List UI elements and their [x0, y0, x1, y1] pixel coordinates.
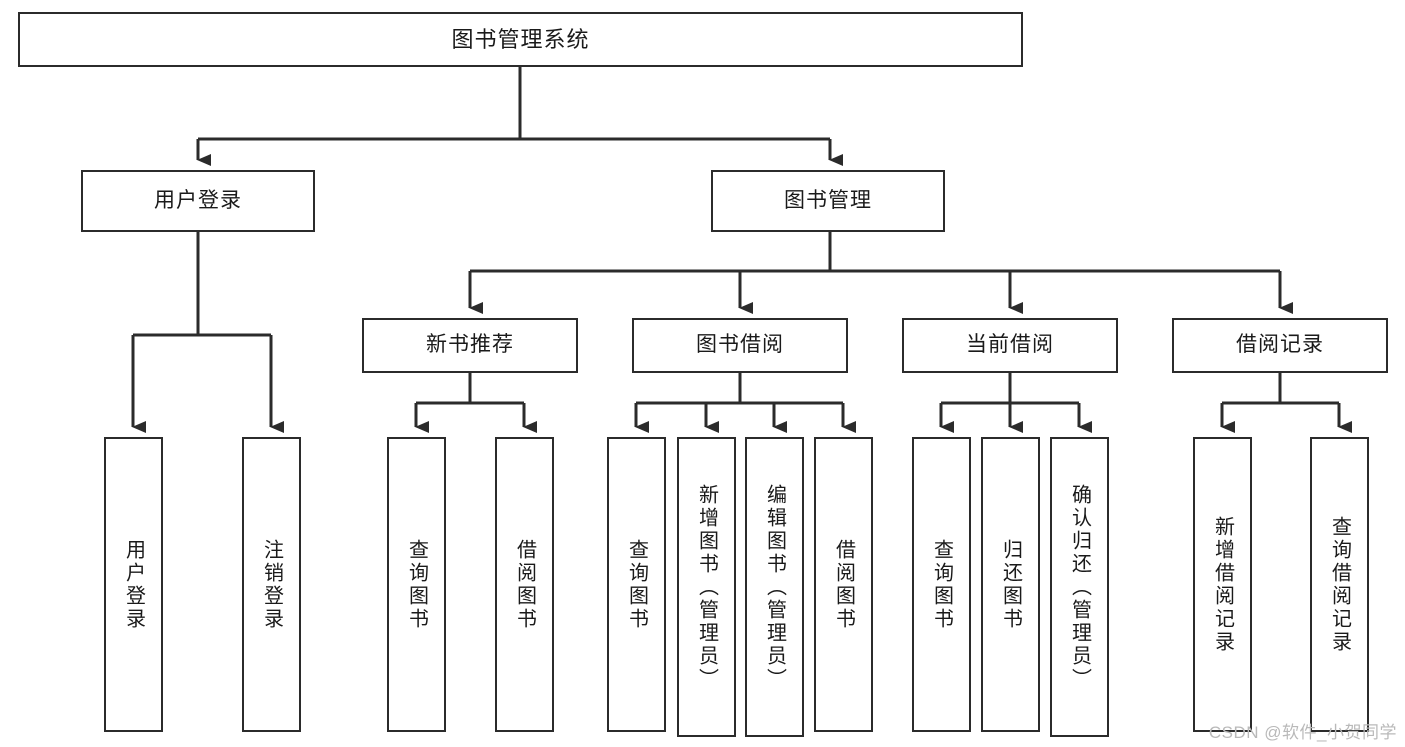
node-label: 新增借阅记录	[1211, 515, 1234, 654]
node-label: 借阅图书	[513, 538, 536, 631]
node-book-management[interactable]: 图书管理	[711, 170, 945, 232]
node-label: 查询图书	[405, 538, 428, 631]
node-label: 确认归还（管理员）	[1068, 483, 1091, 691]
node-label: 查询借阅记录	[1328, 515, 1351, 654]
leaf-book-borrow-borrow-book[interactable]: 借阅图书	[814, 437, 873, 732]
leaf-current-borrow-query-book[interactable]: 查询图书	[912, 437, 971, 732]
node-label: 借阅图书	[832, 538, 855, 631]
node-new-book-recommend[interactable]: 新书推荐	[362, 318, 578, 373]
node-label: 借阅记录	[1236, 333, 1324, 357]
node-label: 新增图书（管理员）	[695, 483, 718, 691]
node-label: 编辑图书（管理员）	[763, 483, 786, 691]
leaf-current-borrow-confirm-return-admin[interactable]: 确认归还（管理员）	[1050, 437, 1109, 737]
leaf-book-borrow-query-book[interactable]: 查询图书	[607, 437, 666, 732]
leaf-borrow-record-add-record[interactable]: 新增借阅记录	[1193, 437, 1252, 732]
leaf-new-book-query-book[interactable]: 查询图书	[387, 437, 446, 732]
node-label: 归还图书	[999, 538, 1022, 631]
leaf-user-login-login[interactable]: 用户登录	[104, 437, 163, 732]
node-label: 查询图书	[625, 538, 648, 631]
node-label: 图书管理	[784, 188, 872, 212]
node-current-borrow[interactable]: 当前借阅	[902, 318, 1118, 373]
csdn-watermark: CSDN @软件_小贺同学	[1208, 723, 1397, 742]
node-label: 用户登录	[122, 538, 145, 631]
leaf-user-login-logout[interactable]: 注销登录	[242, 437, 301, 732]
leaf-borrow-record-query-record[interactable]: 查询借阅记录	[1310, 437, 1369, 732]
leaf-new-book-borrow-book[interactable]: 借阅图书	[495, 437, 554, 732]
node-label: 图书管理系统	[451, 26, 590, 52]
node-label: 用户登录	[154, 188, 242, 212]
leaf-book-borrow-add-book-admin[interactable]: 新增图书（管理员）	[677, 437, 736, 737]
node-label: 注销登录	[260, 538, 283, 631]
node-label: 查询图书	[930, 538, 953, 631]
node-root-book-management-system[interactable]: 图书管理系统	[18, 12, 1023, 67]
node-user-login[interactable]: 用户登录	[81, 170, 315, 232]
node-label: 图书借阅	[696, 333, 784, 357]
node-label: 新书推荐	[426, 333, 514, 357]
node-book-borrow[interactable]: 图书借阅	[632, 318, 848, 373]
node-borrow-record[interactable]: 借阅记录	[1172, 318, 1388, 373]
leaf-book-borrow-edit-book-admin[interactable]: 编辑图书（管理员）	[745, 437, 804, 737]
node-label: 当前借阅	[966, 333, 1054, 357]
leaf-current-borrow-return-book[interactable]: 归还图书	[981, 437, 1040, 732]
